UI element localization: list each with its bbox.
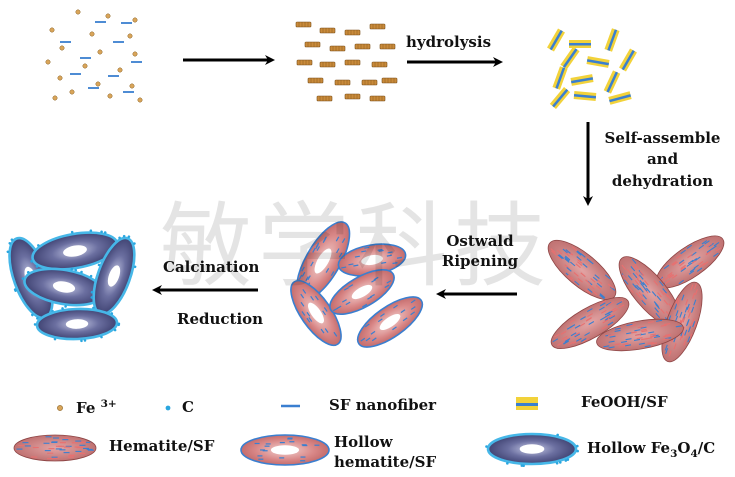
- fe-ion-dot: [95, 81, 101, 87]
- feooh-sf-bar: [608, 91, 632, 105]
- fe-ion-dot: [57, 75, 63, 81]
- legend-hollow-hematite-icon: [240, 434, 330, 466]
- feooh-sf-bar: [552, 66, 568, 90]
- label-hydrolysis: hydrolysis: [406, 33, 492, 51]
- fe-rod: [379, 43, 396, 50]
- hematite-sf-particle: [550, 297, 630, 349]
- fe-ion-dot: [97, 49, 103, 55]
- fe-rod: [344, 29, 361, 36]
- fe-ion-dot: [132, 17, 138, 23]
- legend-feooh-icon: [516, 397, 538, 410]
- label-self-assemble: Self-assemble and dehydration: [604, 129, 721, 190]
- fe-rod: [319, 61, 336, 68]
- fe-rod: [371, 61, 388, 68]
- feooh-sf-bar: [603, 70, 621, 94]
- fe-rod: [329, 45, 346, 52]
- feooh-sf-bar: [560, 46, 580, 70]
- hematite-sf-particle: [655, 235, 725, 289]
- hollow-fe3o4-particle: [33, 307, 121, 343]
- fe-ion-dot: [117, 67, 123, 73]
- legend-carbon-label: C: [182, 398, 194, 416]
- feooh-sf-cluster: [547, 28, 637, 109]
- feooh-sf-bar: [569, 40, 591, 48]
- fe-ion-dot: [49, 27, 55, 33]
- feooh-sf-bar: [547, 28, 565, 52]
- hollow-fe3o4-swatch: [485, 432, 579, 468]
- hollow-hematite-particle: [290, 279, 342, 347]
- fe-rod: [295, 21, 312, 28]
- hollow-hematite-particle: [356, 296, 424, 348]
- feooh-sf-bar: [586, 56, 610, 68]
- legend-sf-nanofiber-label: SF nanofiber: [329, 396, 437, 414]
- feooh-sf-bar: [604, 28, 620, 52]
- fe-ion-dot: [59, 45, 65, 51]
- hollow-fe3o4-particle: [21, 267, 107, 308]
- fe-rod: [344, 59, 361, 66]
- fe-rod: [334, 79, 351, 86]
- legend-hollow-hematite-label: Hollow hematite/SF: [334, 433, 437, 471]
- arrows: [152, 55, 593, 299]
- fe-rod: [361, 79, 378, 86]
- feooh-sf-bar: [549, 87, 571, 109]
- legend-hollow-fe3o4-icon: [485, 432, 579, 468]
- fe-ion-dot: [137, 97, 143, 103]
- fe-ion-dot: [69, 89, 75, 95]
- label-reduction: Reduction: [177, 310, 264, 328]
- fe-ion-dot: [52, 95, 58, 101]
- fe-ion-dot: [107, 93, 113, 99]
- fe-ion-dot: [75, 9, 81, 15]
- legend-hollow-fe3o4-label: Hollow Fe3O4/C: [587, 439, 716, 460]
- hollow-hematite-particle: [295, 221, 351, 301]
- fe-ion-dot: [132, 51, 138, 57]
- hematite-sf-particle: [596, 318, 684, 352]
- legend-icons: [13, 397, 579, 468]
- iron-rod-cluster: [295, 21, 398, 102]
- label-ostwald: Ostwald Ripening: [441, 232, 519, 270]
- legend-feooh-sf-label: FeOOH/SF: [581, 393, 668, 411]
- legend-fe3-label: Fe 3+: [76, 398, 117, 417]
- fe-rod: [381, 77, 398, 84]
- fe-rod: [369, 95, 386, 102]
- hollow-hematite-swatch: [240, 434, 330, 466]
- fe-ion-dot: [129, 83, 135, 89]
- fe-ion-dot: [127, 33, 133, 39]
- fe-rod: [319, 27, 336, 34]
- fe-ion-dot: [45, 59, 51, 65]
- fe-ion-dot: [89, 31, 95, 37]
- fe-rod: [316, 95, 333, 102]
- feooh-sf-bar: [619, 48, 637, 72]
- hollow-fe3o4-cluster: [6, 229, 137, 343]
- hematite-sf-particle: [661, 281, 703, 363]
- feooh-sf-bar: [573, 91, 597, 101]
- hollow-hematite-cluster: [290, 221, 424, 348]
- hollow-hematite-particle: [329, 269, 395, 315]
- fe-rod: [344, 93, 361, 100]
- fe-ion-dot: [82, 63, 88, 69]
- legend-fe-dot-icon: [57, 405, 63, 411]
- hematite-sf-particle: [547, 239, 617, 301]
- fe-rod: [354, 43, 371, 50]
- legend-hematite-icon: [13, 434, 97, 462]
- fe-rod: [307, 77, 324, 84]
- legend-hematite-sf-label: Hematite/SF: [109, 437, 215, 455]
- fe-ion-dot: [105, 13, 111, 19]
- legend-carbon-dot-icon: [165, 405, 171, 411]
- precursor-solution: [45, 9, 143, 103]
- watermark: 敏学科技: [160, 193, 553, 300]
- fe-rod: [369, 23, 386, 30]
- hematite-sf-cluster: [547, 235, 725, 363]
- hematite-sf-swatch: [13, 434, 97, 462]
- fe-rod: [296, 59, 313, 66]
- feooh-sf-bar: [570, 74, 594, 86]
- label-calcination: Calcination: [163, 258, 260, 276]
- fe-rod: [304, 41, 321, 48]
